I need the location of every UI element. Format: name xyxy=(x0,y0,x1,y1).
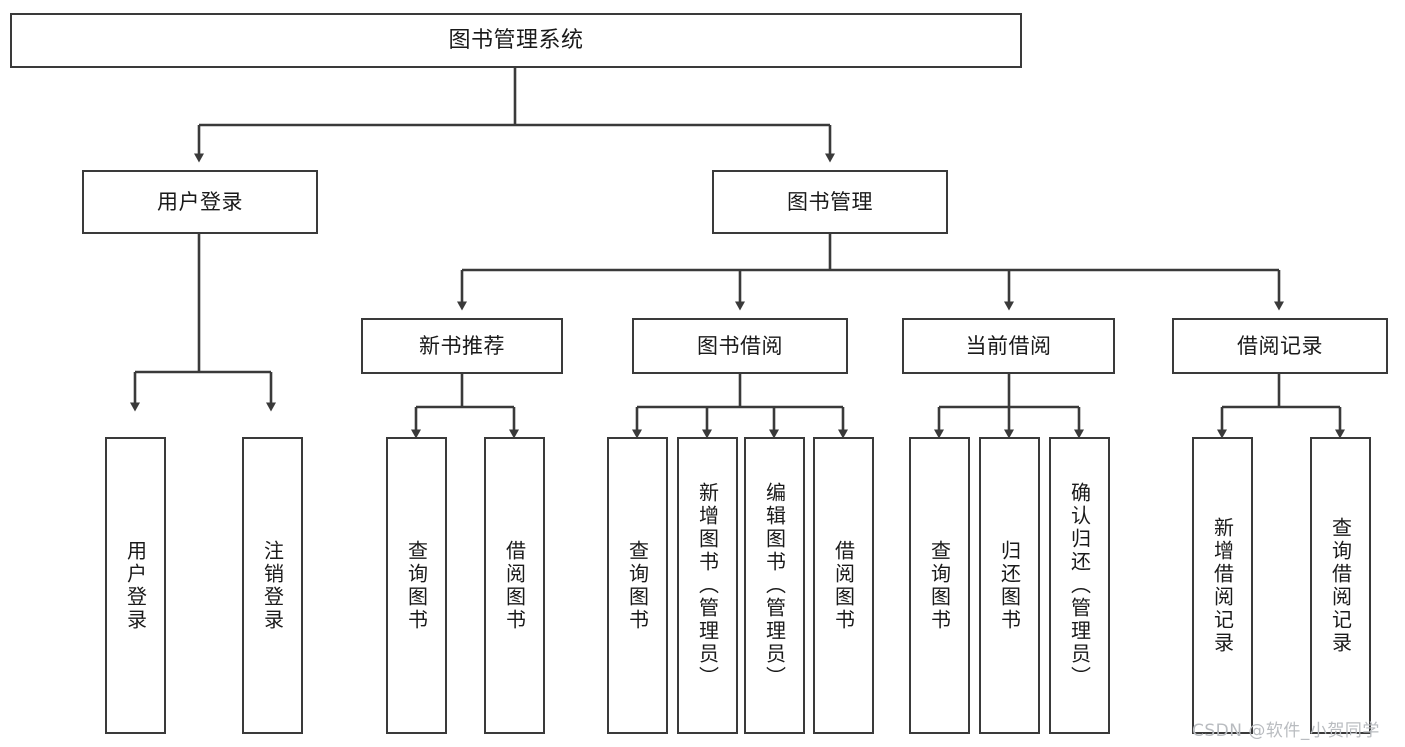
node-label: 用户登录 xyxy=(157,189,243,214)
node-label: 新增借阅记录 xyxy=(1210,516,1235,655)
node-label: 查询图书 xyxy=(625,539,650,632)
leaf-return-book[interactable]: 归还图书 xyxy=(979,437,1040,734)
leaf-query-book-recommendation[interactable]: 查询图书 xyxy=(386,437,447,734)
node-label: 查询图书 xyxy=(404,539,429,632)
node-label: 图书管理系统 xyxy=(448,27,584,53)
node-book-borrowing[interactable]: 图书借阅 xyxy=(632,318,848,374)
node-borrowing-records[interactable]: 借阅记录 xyxy=(1172,318,1388,374)
leaf-query-book-borrowing[interactable]: 查询图书 xyxy=(607,437,668,734)
node-new-book-recommendation[interactable]: 新书推荐 xyxy=(361,318,563,374)
node-label: 图书借阅 xyxy=(697,333,783,358)
node-current-borrowing[interactable]: 当前借阅 xyxy=(902,318,1115,374)
node-label: 借阅图书 xyxy=(831,539,856,632)
node-label: 编辑图书（管理员） xyxy=(762,482,787,689)
leaf-borrow-book[interactable]: 借阅图书 xyxy=(813,437,874,734)
leaf-query-book-current[interactable]: 查询图书 xyxy=(909,437,970,734)
node-label: 用户登录 xyxy=(123,539,148,632)
leaf-logout[interactable]: 注销登录 xyxy=(242,437,303,734)
node-book-management[interactable]: 图书管理 xyxy=(712,170,948,234)
leaf-add-book-admin[interactable]: 新增图书（管理员） xyxy=(677,437,738,734)
leaf-edit-book-admin[interactable]: 编辑图书（管理员） xyxy=(744,437,805,734)
leaf-confirm-return-admin[interactable]: 确认归还（管理员） xyxy=(1049,437,1110,734)
node-label: 确认归还（管理员） xyxy=(1067,482,1092,689)
leaf-user-login[interactable]: 用户登录 xyxy=(105,437,166,734)
node-label: 图书管理 xyxy=(787,189,873,214)
node-user-login[interactable]: 用户登录 xyxy=(82,170,318,234)
leaf-query-borrow-record[interactable]: 查询借阅记录 xyxy=(1310,437,1371,734)
node-label: 借阅图书 xyxy=(502,539,527,632)
node-label: 借阅记录 xyxy=(1237,333,1323,358)
leaf-borrow-book-recommendation[interactable]: 借阅图书 xyxy=(484,437,545,734)
node-label: 查询图书 xyxy=(927,539,952,632)
node-label: 归还图书 xyxy=(997,539,1022,632)
csdn-watermark: CSDN @软件_小贺同学 xyxy=(1192,721,1380,741)
node-label: 新书推荐 xyxy=(419,333,505,358)
node-label: 注销登录 xyxy=(260,539,285,632)
leaf-add-borrow-record[interactable]: 新增借阅记录 xyxy=(1192,437,1253,734)
node-label: 新增图书（管理员） xyxy=(695,482,720,689)
node-root-book-management-system[interactable]: 图书管理系统 xyxy=(10,13,1022,68)
node-label: 查询借阅记录 xyxy=(1328,516,1353,655)
node-label: 当前借阅 xyxy=(965,333,1052,358)
